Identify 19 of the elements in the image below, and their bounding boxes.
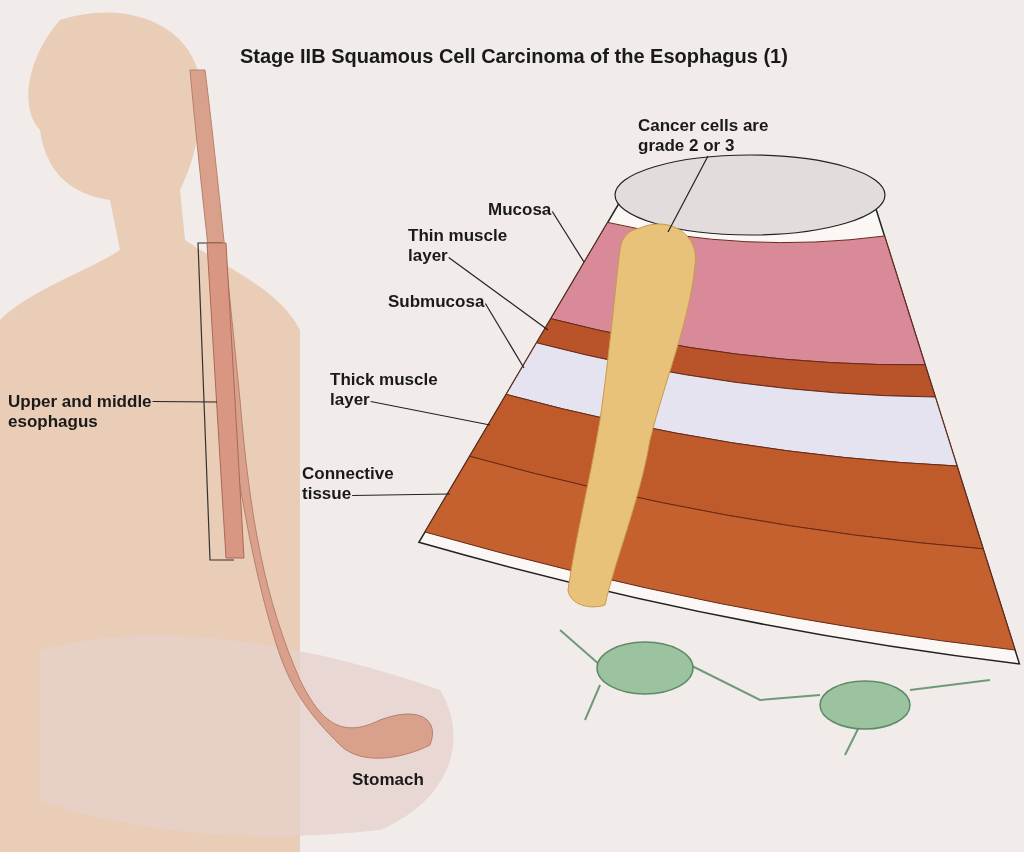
- leader-line: [448, 256, 549, 331]
- organ-label: Stomach: [352, 770, 424, 790]
- structure-label: Cancer cells are grade 2 or 3: [638, 116, 788, 156]
- structure-label: Connective tissue: [302, 464, 412, 504]
- leader-line: [551, 210, 585, 263]
- structure-label: Mucosa: [488, 200, 552, 220]
- connective-tissue-band: [424, 455, 1016, 651]
- structure-label: Thin muscle layer: [408, 226, 536, 266]
- title: Stage IIB Squamous Cell Carcinoma of the Esophagus (1): [240, 44, 788, 68]
- structure-label: Upper and middle esophagus: [8, 392, 183, 432]
- structure-label: Submucosa: [388, 292, 485, 312]
- tumor: [567, 223, 697, 608]
- leader-line: [152, 400, 218, 403]
- structure-label: Thick muscle layer: [330, 370, 448, 410]
- leader-line: [484, 302, 525, 369]
- leader-line: [667, 155, 709, 233]
- leader-line: [370, 400, 491, 426]
- leader-line: [351, 493, 451, 497]
- esophagus-segment: [206, 242, 245, 559]
